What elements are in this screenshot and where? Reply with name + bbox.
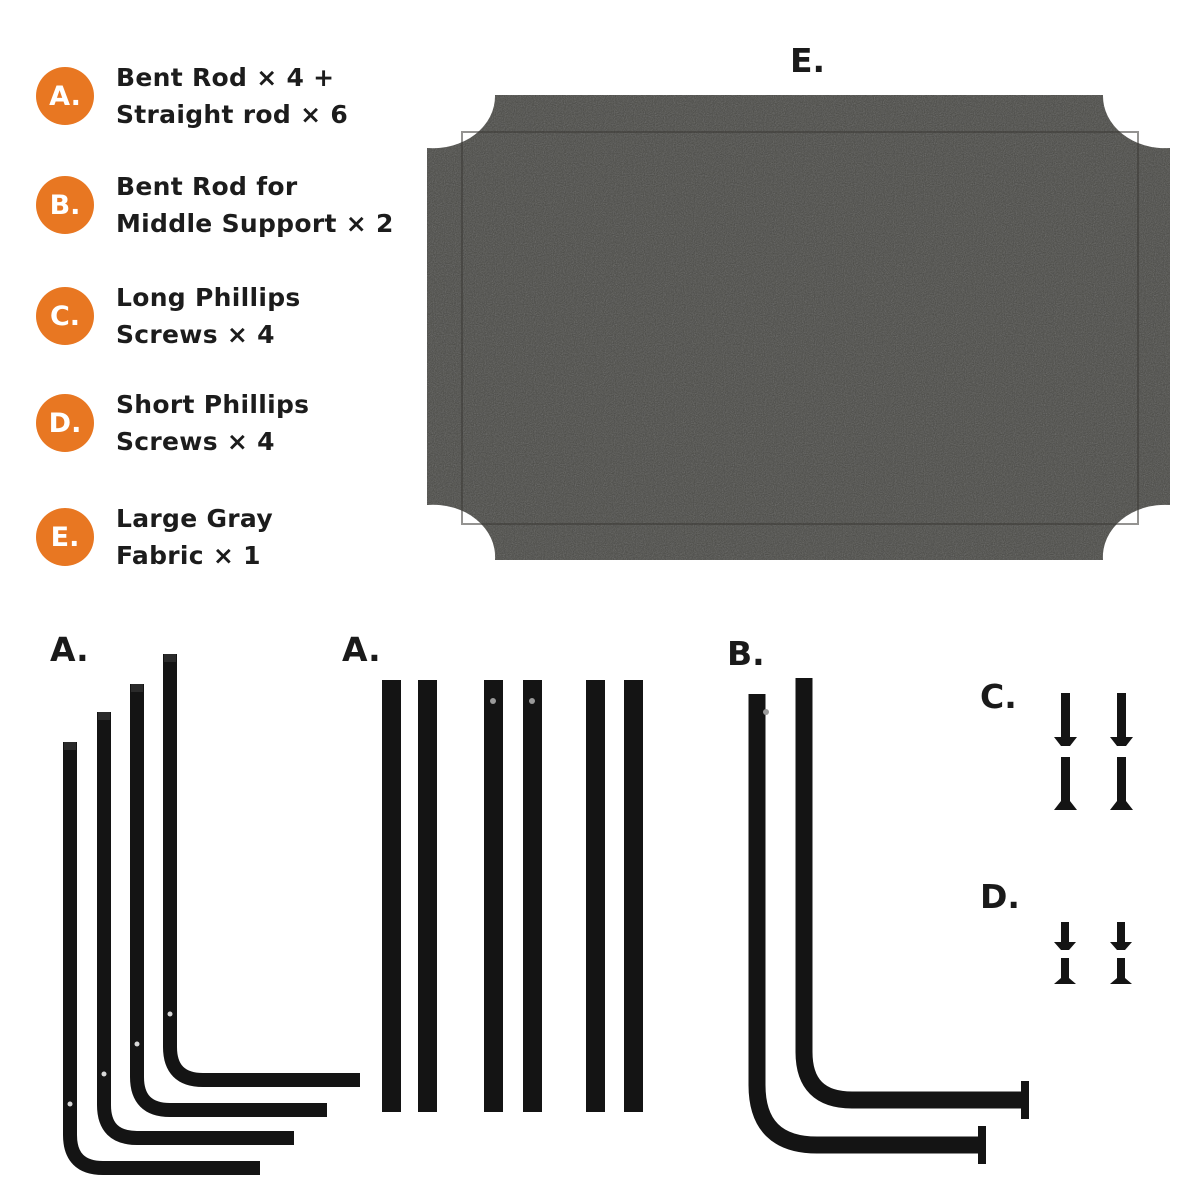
legend-item-c: C. Long Phillips Screws × 4 (36, 279, 301, 353)
legend-text-b: Bent Rod for Middle Support × 2 (116, 168, 394, 242)
legend-e-line1: Large Gray (116, 504, 273, 533)
legend-d-line1: Short Phillips (116, 390, 310, 419)
short-screws-group (1054, 922, 1132, 984)
fabric-panel (427, 95, 1170, 560)
short-screw-icon (1110, 922, 1132, 950)
legend-c-line1: Long Phillips (116, 283, 301, 312)
straight-rods-group (382, 680, 643, 1112)
middle-support-rods-group (748, 678, 1029, 1164)
legend-b-line1: Bent Rod for (116, 172, 298, 201)
legend-badge-a: A. (36, 67, 94, 125)
legend-badge-e: E. (36, 508, 94, 566)
short-screw-icon (1054, 922, 1076, 950)
long-screws-label: C. (980, 677, 1017, 716)
legend-c-line2: Screws × 4 (116, 320, 275, 349)
legend-item-a: A. Bent Rod × 4 + Straight rod × 6 (36, 59, 348, 133)
short-screw-icon (1110, 958, 1132, 984)
legend-badge-d: D. (36, 394, 94, 452)
long-screw-icon (1054, 693, 1077, 746)
fabric-label: E. (790, 41, 826, 80)
middle-support-rod (795, 678, 1026, 1109)
long-screw-icon (1110, 757, 1133, 810)
legend-e-line2: Fabric × 1 (116, 541, 261, 570)
short-screw-icon (1054, 958, 1076, 984)
legend-item-d: D. Short Phillips Screws × 4 (36, 386, 309, 460)
legend-text-d: Short Phillips Screws × 4 (116, 386, 309, 460)
legend-item-b: B. Bent Rod for Middle Support × 2 (36, 168, 394, 242)
bent-rod (130, 684, 327, 1117)
legend-b-line2: Middle Support × 2 (116, 209, 394, 238)
legend-text-a: Bent Rod × 4 + Straight rod × 6 (116, 59, 348, 133)
legend-item-e: E. Large Gray Fabric × 1 (36, 500, 273, 574)
straight-rod (418, 680, 437, 1112)
legend-a-line1: Bent Rod × 4 + (116, 63, 335, 92)
bent-rod (163, 654, 360, 1087)
straight-rods-label: A. (342, 630, 381, 669)
legend-a-line2: Straight rod × 6 (116, 100, 349, 129)
bent-rod (97, 712, 294, 1145)
bent-rod (63, 742, 260, 1175)
middle-rods-label: B. (727, 634, 765, 673)
legend-badge-b: B. (36, 176, 94, 234)
straight-rod (624, 680, 643, 1112)
bent-rods-group (63, 654, 360, 1175)
long-screw-icon (1110, 693, 1133, 746)
legend-badge-c: C. (36, 287, 94, 345)
legend-text-e: Large Gray Fabric × 1 (116, 500, 273, 574)
short-screws-label: D. (980, 877, 1020, 916)
middle-support-rod (748, 694, 983, 1154)
straight-rod (484, 680, 503, 1112)
long-screws-group (1054, 693, 1133, 810)
bent-rods-label: A. (50, 630, 89, 669)
straight-rod (523, 680, 542, 1112)
long-screw-icon (1054, 757, 1077, 810)
legend-d-line2: Screws × 4 (116, 427, 275, 456)
straight-rod (586, 680, 605, 1112)
legend-text-c: Long Phillips Screws × 4 (116, 279, 301, 353)
straight-rod (382, 680, 401, 1112)
